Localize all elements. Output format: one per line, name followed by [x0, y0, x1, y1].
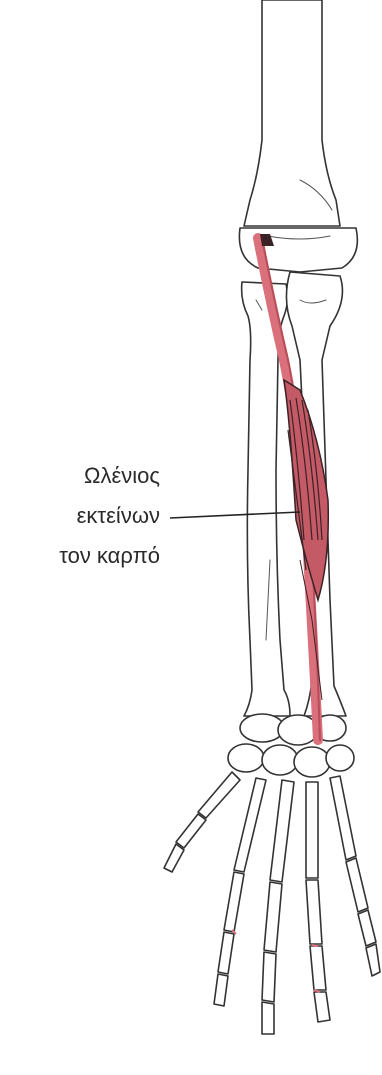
humerus	[244, 0, 340, 226]
muscle-label-line-1: Ωλένιος	[84, 462, 160, 490]
hand-bones	[164, 772, 380, 1034]
leader-line	[170, 512, 300, 518]
carpal-bones	[228, 714, 354, 777]
muscle-label-line-2: εκτείνων	[77, 502, 160, 530]
muscle-label-line-3: τον καρπό	[59, 542, 160, 570]
